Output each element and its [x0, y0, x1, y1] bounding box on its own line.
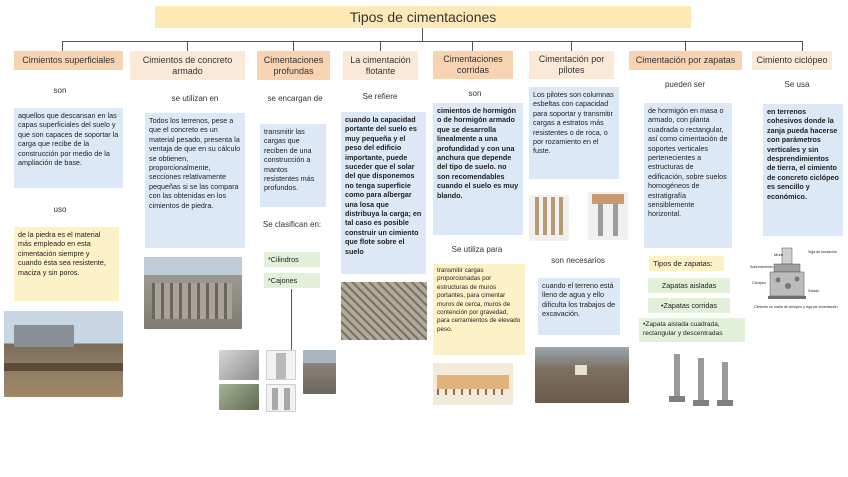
header-cimentaciones-corridas: Cimentaciones corridas — [433, 51, 513, 79]
header-cimentacion-pilotes: Cimentación por pilotes — [529, 51, 614, 79]
desc-uso-piedra: de la piedra es el material más empleado… — [14, 227, 119, 301]
image-zapatas — [668, 350, 738, 412]
item-cilindros: *Cilindros — [264, 252, 320, 267]
photo-profundas — [303, 350, 336, 394]
image-pilotes-1 — [529, 195, 569, 241]
muro-shape — [781, 247, 793, 265]
viga-shape — [773, 263, 801, 273]
item-zapata-aislada-cuadrada: •Zapata aislada cuadrada, rectangular y … — [639, 318, 745, 342]
photo-cimiento-superficial — [4, 311, 123, 397]
branch-line — [62, 41, 803, 42]
image-pilotes-2 — [588, 192, 628, 240]
image-cilindro-1 — [266, 350, 296, 380]
header-cimiento-ciclopeo: Cimiento ciclópeo — [752, 51, 832, 70]
header-cimentacion-zapatas: Cimentación por zapatas — [629, 51, 742, 70]
image-cajon-1 — [219, 350, 259, 380]
photo-losa-flotante — [341, 282, 427, 340]
label-solado: Solado — [808, 289, 819, 293]
connector-pueden-ser: pueden ser — [664, 80, 706, 89]
desc-pilotes: Los pilotes son columnas esbeltas con ca… — [529, 87, 619, 179]
connector-se-utiliza-para: Se utiliza para — [451, 245, 503, 254]
item-cajones: *Cajones — [264, 273, 320, 288]
solado-shape — [768, 296, 806, 299]
photo-pilotes — [535, 347, 629, 403]
branch-drop-2 — [187, 41, 188, 51]
photo-concreto-armado — [144, 257, 242, 329]
connector-se-utilizan: se utilizan en — [171, 94, 219, 103]
item-zapatas-aisladas: Zapatas aisladas — [648, 278, 730, 293]
header-cimentacion-flotante: La cimentación flotante — [343, 51, 418, 80]
desc-uso-corridas: transmitir cargas proporcionadas por est… — [433, 264, 525, 355]
desc-pilotes-necesarios: cuando el terreno está lleno de agua y e… — [538, 278, 620, 335]
profundas-line — [291, 289, 292, 350]
desc-flotante: cuando la capacidad portante del suelo e… — [341, 112, 426, 274]
header-cimientos-superficiales: Cimientos superficiales — [14, 51, 123, 70]
connector-se-clasifican: Se clasifican en: — [262, 220, 322, 229]
image-cajon-2 — [219, 384, 259, 410]
connector-son-necesarios: son necesarios — [551, 256, 605, 265]
connector-se-usa: Se usa — [784, 80, 810, 89]
desc-profundas: transmitir las cargas que reciben de una… — [260, 124, 326, 207]
label-sobrecimiento: Sobrecimiento — [750, 265, 773, 269]
diagram-title: Tipos de cimentaciones — [155, 6, 691, 28]
ciclopeo-diagram: Muro Viga de fundación Sobrecimiento Cic… — [750, 247, 838, 309]
header-concreto-armado: Cimientos de concreto armado — [130, 51, 245, 80]
diagram-caption: Cimiento en malla de ciclópeo y viga de … — [754, 305, 838, 309]
item-zapatas-corridas: •Zapatas corridas — [648, 298, 730, 313]
header-cimentaciones-profundas: Cimentaciones profundas — [257, 51, 330, 80]
connector-son: son — [53, 86, 67, 95]
image-cilindro-2 — [266, 384, 296, 412]
connector-son-corridas: son — [468, 89, 482, 98]
desc-concreto-armado: Todos los terrenos, pese a que el concre… — [145, 113, 245, 248]
branch-drop-1 — [62, 41, 63, 51]
desc-zapatas: de hormigón en masa o armado, con planta… — [644, 103, 732, 248]
branch-drop-7 — [685, 41, 686, 51]
connector-se-encargan: se encargan de — [267, 94, 323, 103]
desc-superficiales: aquellos que descansan en las capas supe… — [14, 108, 123, 188]
branch-drop-8 — [802, 41, 803, 51]
trunk-line — [422, 28, 423, 41]
label-viga: Viga de fundación — [808, 250, 837, 254]
branch-drop-6 — [571, 41, 572, 51]
branch-drop-5 — [472, 41, 473, 51]
desc-corridas: cimientos de hormigón o de hormigón arma… — [433, 103, 523, 235]
desc-ciclopeo: en terrenos cohesivos donde la zanja pue… — [763, 104, 843, 236]
image-corrida — [433, 363, 513, 405]
piedra-2 — [785, 283, 791, 289]
piedra-1 — [775, 277, 781, 283]
connector-uso: uso — [53, 205, 67, 214]
label-muro: Muro — [774, 252, 784, 257]
label-ciclopeo: Ciclópeo — [752, 281, 766, 285]
connector-se-refiere: Se refiere — [362, 92, 398, 101]
piedra-3 — [794, 276, 800, 282]
connector-tipos-zapatas: Tipos de zapatas: — [649, 256, 724, 271]
branch-drop-3 — [293, 41, 294, 51]
branch-drop-4 — [380, 41, 381, 51]
